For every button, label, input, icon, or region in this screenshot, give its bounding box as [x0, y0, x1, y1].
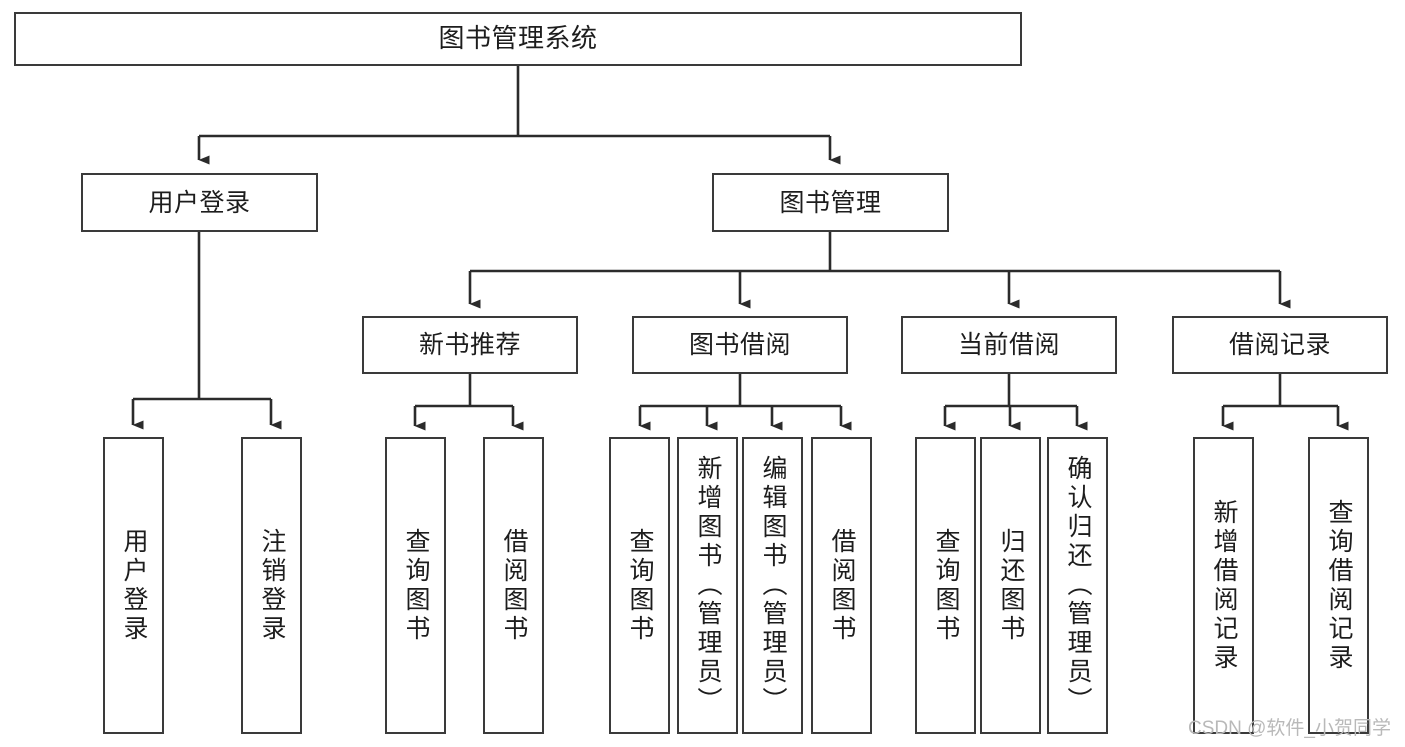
node-label: 借阅记录: [1228, 331, 1331, 359]
leaf-book-borrow-edit[interactable]: 编辑图书（管理员）: [742, 437, 803, 734]
leaf-user-login-login[interactable]: 用户登录: [103, 437, 164, 734]
leaf-new-book-borrow[interactable]: 借阅图书: [483, 437, 544, 734]
leaf-current-borrow-confirm-return[interactable]: 确认归还（管理员）: [1047, 437, 1108, 734]
node-book-management[interactable]: 图书管理: [712, 173, 949, 232]
node-new-book-recommend[interactable]: 新书推荐: [362, 316, 578, 374]
node-label: 借阅图书: [500, 527, 528, 644]
node-root-book-management-system[interactable]: 图书管理系统: [14, 12, 1022, 66]
node-current-borrow[interactable]: 当前借阅: [901, 316, 1117, 374]
node-label: 用户登录: [120, 527, 148, 644]
node-label: 当前借阅: [957, 331, 1060, 359]
node-label: 新增借阅记录: [1210, 498, 1238, 673]
node-label: 确认归还（管理员）: [1064, 455, 1092, 716]
node-label: 查询借阅记录: [1325, 498, 1353, 673]
node-book-borrow[interactable]: 图书借阅: [632, 316, 848, 374]
leaf-book-borrow-query[interactable]: 查询图书: [609, 437, 670, 734]
node-label: 新书推荐: [418, 331, 521, 359]
leaf-current-borrow-return[interactable]: 归还图书: [980, 437, 1041, 734]
node-label: 图书借阅: [688, 331, 791, 359]
node-borrow-record[interactable]: 借阅记录: [1172, 316, 1388, 374]
node-label: 借阅图书: [828, 527, 856, 644]
node-label: 查询图书: [402, 527, 430, 644]
node-label: 用户登录: [148, 188, 251, 217]
leaf-new-book-query[interactable]: 查询图书: [385, 437, 446, 734]
leaf-book-borrow-add[interactable]: 新增图书（管理员）: [677, 437, 738, 734]
node-label: 查询图书: [626, 527, 654, 644]
node-label: 查询图书: [932, 527, 960, 644]
node-label: 编辑图书（管理员）: [759, 455, 787, 716]
csdn-watermark: CSDN @软件_小贺同学: [1188, 718, 1391, 739]
leaf-borrow-record-add[interactable]: 新增借阅记录: [1193, 437, 1254, 734]
node-label: 新增图书（管理员）: [694, 455, 722, 716]
leaf-book-borrow-borrow[interactable]: 借阅图书: [811, 437, 872, 734]
node-label: 图书管理: [779, 188, 882, 217]
node-label: 归还图书: [997, 527, 1025, 644]
node-label: 注销登录: [258, 527, 286, 644]
leaf-current-borrow-query[interactable]: 查询图书: [915, 437, 976, 734]
node-label: 图书管理系统: [438, 23, 598, 54]
leaf-user-login-logout[interactable]: 注销登录: [241, 437, 302, 734]
node-user-login[interactable]: 用户登录: [81, 173, 318, 232]
leaf-borrow-record-query[interactable]: 查询借阅记录: [1308, 437, 1369, 734]
